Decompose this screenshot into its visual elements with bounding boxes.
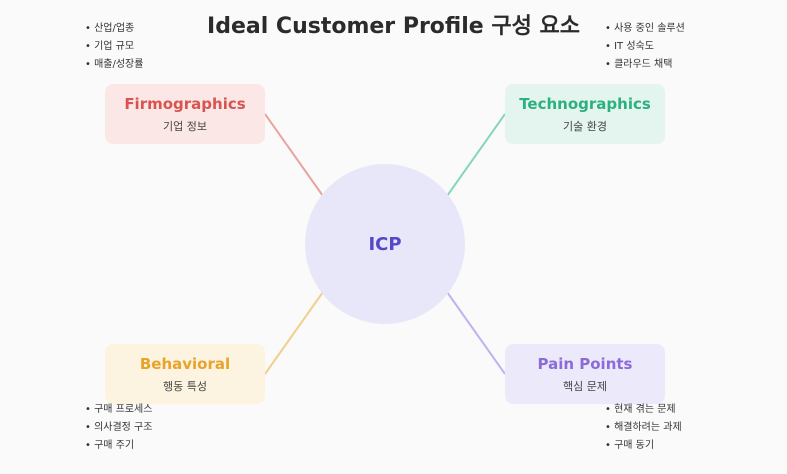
firmographics-title: Firmographics xyxy=(124,94,246,113)
technographics-title: Technographics xyxy=(519,94,651,113)
technographics-node: Technographics 기술 환경 xyxy=(505,84,665,144)
pain-points-title: Pain Points xyxy=(537,354,633,373)
behavioral-subtitle: 행동 특성 xyxy=(163,379,207,393)
firmographics-node: Firmographics 기업 정보 xyxy=(105,84,265,144)
pain-points-notes: 현재 겪는 문제 해결하려는 과제 구매 동기 xyxy=(605,401,682,455)
pain-points-subtitle: 핵심 문제 xyxy=(563,379,607,393)
note-item: 의사결정 구조 xyxy=(85,419,152,437)
behavioral-node: Behavioral 행동 특성 xyxy=(105,344,265,404)
firmographics-notes: 산업/업종 기업 규모 매출/성장률 xyxy=(85,20,143,74)
behavioral-title: Behavioral xyxy=(139,354,231,373)
note-item: 기업 규모 xyxy=(85,38,143,56)
note-item: 사용 중인 솔루션 xyxy=(605,20,685,38)
pain-points-node: Pain Points 핵심 문제 xyxy=(505,344,665,404)
note-item: 구매 동기 xyxy=(605,437,682,455)
note-item: 구매 주기 xyxy=(85,437,152,455)
note-item: 매출/성장률 xyxy=(85,56,143,74)
note-item: 클라우드 채택 xyxy=(605,56,685,74)
technographics-notes: 사용 중인 솔루션 IT 성숙도 클라우드 채택 xyxy=(605,20,685,74)
hub-label: ICP xyxy=(368,233,402,255)
icp-hub: ICP xyxy=(305,164,465,324)
diagram-title: Ideal Customer Profile 구성 요소 xyxy=(207,14,580,39)
note-item: IT 성숙도 xyxy=(605,38,685,56)
note-item: 산업/업종 xyxy=(85,20,143,38)
behavioral-notes: 구매 프로세스 의사결정 구조 구매 주기 xyxy=(85,401,152,455)
note-item: 구매 프로세스 xyxy=(85,401,152,419)
firmographics-subtitle: 기업 정보 xyxy=(163,119,207,133)
note-item: 현재 겪는 문제 xyxy=(605,401,682,419)
technographics-subtitle: 기술 환경 xyxy=(563,119,607,133)
note-item: 해결하려는 과제 xyxy=(605,419,682,437)
